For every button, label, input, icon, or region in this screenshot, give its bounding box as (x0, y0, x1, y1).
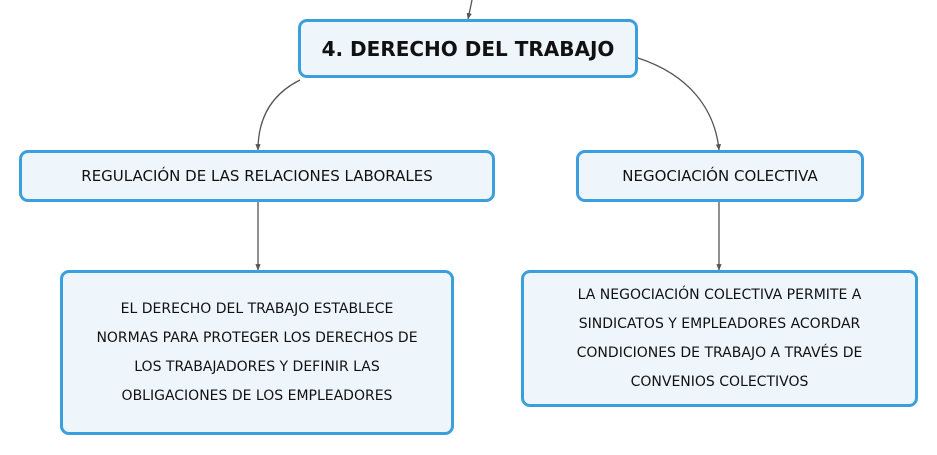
subtopic-label-negociacion: NEGOCIACIÓN COLECTIVA (622, 167, 818, 185)
root-topic-label: 4. DERECHO DEL TRABAJO (321, 36, 615, 61)
detail-line: NORMAS PARA PROTEGER LOS DERECHOS DE (96, 329, 418, 346)
detail-line: LOS TRABAJADORES Y DEFINIR LAS (134, 358, 380, 375)
detail-line: CONDICIONES DE TRABAJO A TRAVÉS DE (576, 344, 863, 361)
detail-line: LA NEGOCIACIÓN COLECTIVA PERMITE A (577, 286, 862, 303)
subtopic-node-regulacion[interactable]: REGULACIÓN DE LAS RELACIONES LABORALES (19, 150, 495, 202)
connector-root-to-regulacion (255, 79, 301, 151)
connector-parent-to-root (466, 0, 473, 20)
connector-root-to-negociacion (637, 57, 722, 151)
detail-line: EL DERECHO DEL TRABAJO ESTABLECE (120, 300, 394, 317)
detail-line: SINDICATOS Y EMPLEADORES ACORDAR (578, 315, 861, 332)
detail-text-negociacion: LA NEGOCIACIÓN COLECTIVA PERMITE A SINDI… (577, 281, 863, 397)
detail-text-regulacion: EL DERECHO DEL TRABAJO ESTABLECE NORMAS … (96, 295, 417, 411)
detail-line: OBLIGACIONES DE LOS EMPLEADORES (121, 387, 393, 404)
detail-node-negociacion[interactable]: LA NEGOCIACIÓN COLECTIVA PERMITE A SINDI… (521, 270, 918, 407)
detail-node-regulacion[interactable]: EL DERECHO DEL TRABAJO ESTABLECE NORMAS … (60, 270, 454, 435)
root-topic-node[interactable]: 4. DERECHO DEL TRABAJO (298, 19, 638, 78)
subtopic-label-regulacion: REGULACIÓN DE LAS RELACIONES LABORALES (81, 167, 433, 185)
detail-line: CONVENIOS COLECTIVOS (630, 373, 809, 390)
subtopic-node-negociacion[interactable]: NEGOCIACIÓN COLECTIVA (576, 150, 864, 202)
